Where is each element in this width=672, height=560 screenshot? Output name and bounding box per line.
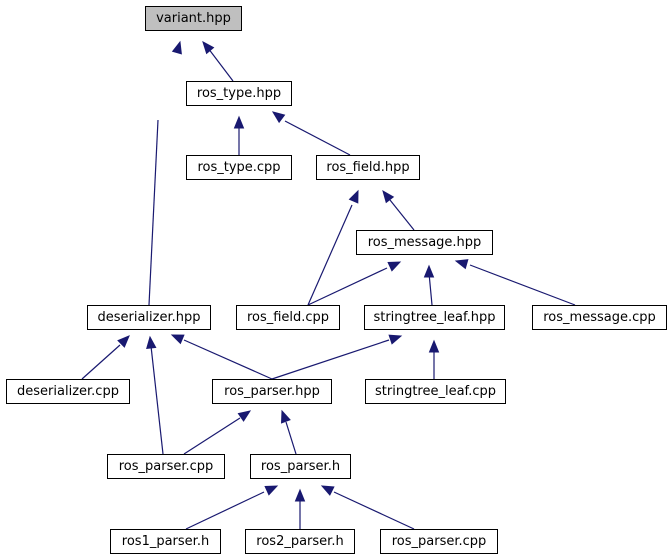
- node-ros-parser-h[interactable]: ros_parser.h: [250, 454, 351, 479]
- edge-arrowhead: [237, 410, 252, 422]
- edge-line: [285, 421, 297, 455]
- edge-ros_message_cpp-to-ros_message_hpp: [454, 259, 576, 306]
- edge-ros_type_hpp-to-variant_hpp: [202, 40, 234, 82]
- edge-arrowhead: [423, 264, 435, 278]
- edge-line: [284, 120, 351, 156]
- edge-line: [469, 264, 576, 306]
- edge-arrowhead: [271, 111, 286, 124]
- edge-deserializer_cpp-to-deserializer_hpp: [81, 335, 130, 380]
- node-deserializer-hpp[interactable]: deserializer.hpp: [87, 305, 211, 330]
- node-ros-parser-cpp[interactable]: ros_parser.cpp: [107, 454, 225, 479]
- edge-arrowhead: [294, 488, 306, 502]
- node-variant-hpp: variant.hpp: [145, 6, 242, 31]
- node-ros-parser-cpp-2[interactable]: ros_parser.cpp: [380, 529, 498, 554]
- edge-arrowhead: [348, 189, 359, 204]
- edge-arrowhead: [202, 40, 215, 55]
- edge-ros_parser_h-to-ros_parser_hpp: [281, 409, 297, 455]
- edge-arrowhead: [387, 261, 402, 272]
- node-ros-message-cpp[interactable]: ros_message.cpp: [532, 305, 667, 330]
- edge-line: [183, 339, 273, 380]
- node-ros-field-cpp[interactable]: ros_field.cpp: [236, 305, 340, 330]
- node-stringtree-leaf-hpp[interactable]: stringtree_leaf.hpp: [364, 305, 505, 330]
- edge-ros_field_cpp-to-ros_field_hpp: [307, 189, 359, 306]
- edge-arrowhead: [382, 189, 395, 204]
- edge-line: [148, 119, 159, 306]
- edge-arrowhead: [171, 40, 182, 55]
- edge-ros_message_hpp-to-ros_field_hpp: [382, 189, 415, 231]
- edge-line: [185, 491, 265, 530]
- edge-ros_parser_cpp2-to-ros_parser_h: [320, 485, 415, 530]
- edge-ros_parser_hpp-to-deserializer_hpp: [170, 334, 273, 380]
- node-deserializer-cpp[interactable]: deserializer.cpp: [6, 379, 130, 404]
- edge-line: [389, 199, 415, 231]
- edge-arrowhead: [146, 335, 157, 350]
- edge-deserializer_hpp-to-variant_hpp: [148, 40, 182, 306]
- edge-stringtree_leaf_hpp-to-ros_message_hpp: [423, 264, 435, 306]
- node-stringtree-leaf-cpp[interactable]: stringtree_leaf.cpp: [365, 379, 506, 404]
- edge-ros_parser_hpp-to-stringtree_leaf_hpp: [271, 334, 403, 380]
- node-ros1-parser-h[interactable]: ros1_parser.h: [110, 529, 221, 554]
- edge-line: [307, 204, 353, 306]
- node-ros2-parser-h[interactable]: ros2_parser.h: [245, 529, 355, 554]
- edge-ros2_parser_h-to-ros_parser_h: [294, 488, 306, 529]
- node-ros-type-hpp[interactable]: ros_type.hpp: [186, 81, 292, 106]
- edge-ros_parser_cpp-to-ros_parser_hpp: [183, 410, 252, 455]
- edge-arrowhead: [117, 335, 130, 348]
- edge-arrowhead: [428, 339, 440, 353]
- edge-ros_field_hpp-to-ros_type_hpp: [271, 111, 351, 156]
- edge-stringtree_leaf_cpp-to-stringtree_leaf_hpp: [428, 339, 440, 379]
- edge-line: [207, 47, 234, 82]
- edge-arrowhead: [454, 259, 469, 270]
- edge-ros_parser_cpp-to-deserializer_hpp: [146, 335, 164, 455]
- node-ros-parser-hpp[interactable]: ros_parser.hpp: [212, 379, 332, 404]
- edge-ros_field_cpp-to-ros_message_hpp: [307, 261, 402, 306]
- edge-line: [81, 344, 121, 380]
- edge-arrowhead: [170, 334, 185, 345]
- edge-ros1_parser_h-to-ros_parser_h: [185, 485, 279, 530]
- edge-line: [150, 345, 164, 455]
- edge-arrowhead: [264, 485, 279, 496]
- edge-line: [183, 417, 241, 455]
- node-ros-field-hpp[interactable]: ros_field.hpp: [316, 155, 420, 180]
- node-ros-type-cpp[interactable]: ros_type.cpp: [186, 155, 292, 180]
- edge-line: [271, 339, 390, 380]
- edge-arrowhead: [233, 115, 245, 129]
- edge-ros_type_cpp-to-ros_type_hpp: [233, 115, 245, 155]
- node-ros-message-hpp[interactable]: ros_message.hpp: [356, 230, 493, 255]
- edge-line: [307, 267, 388, 306]
- edge-arrowhead: [281, 409, 291, 424]
- edge-arrowhead: [388, 334, 403, 345]
- edge-line: [428, 272, 433, 306]
- edge-arrowhead: [320, 485, 335, 496]
- edge-line: [333, 491, 415, 530]
